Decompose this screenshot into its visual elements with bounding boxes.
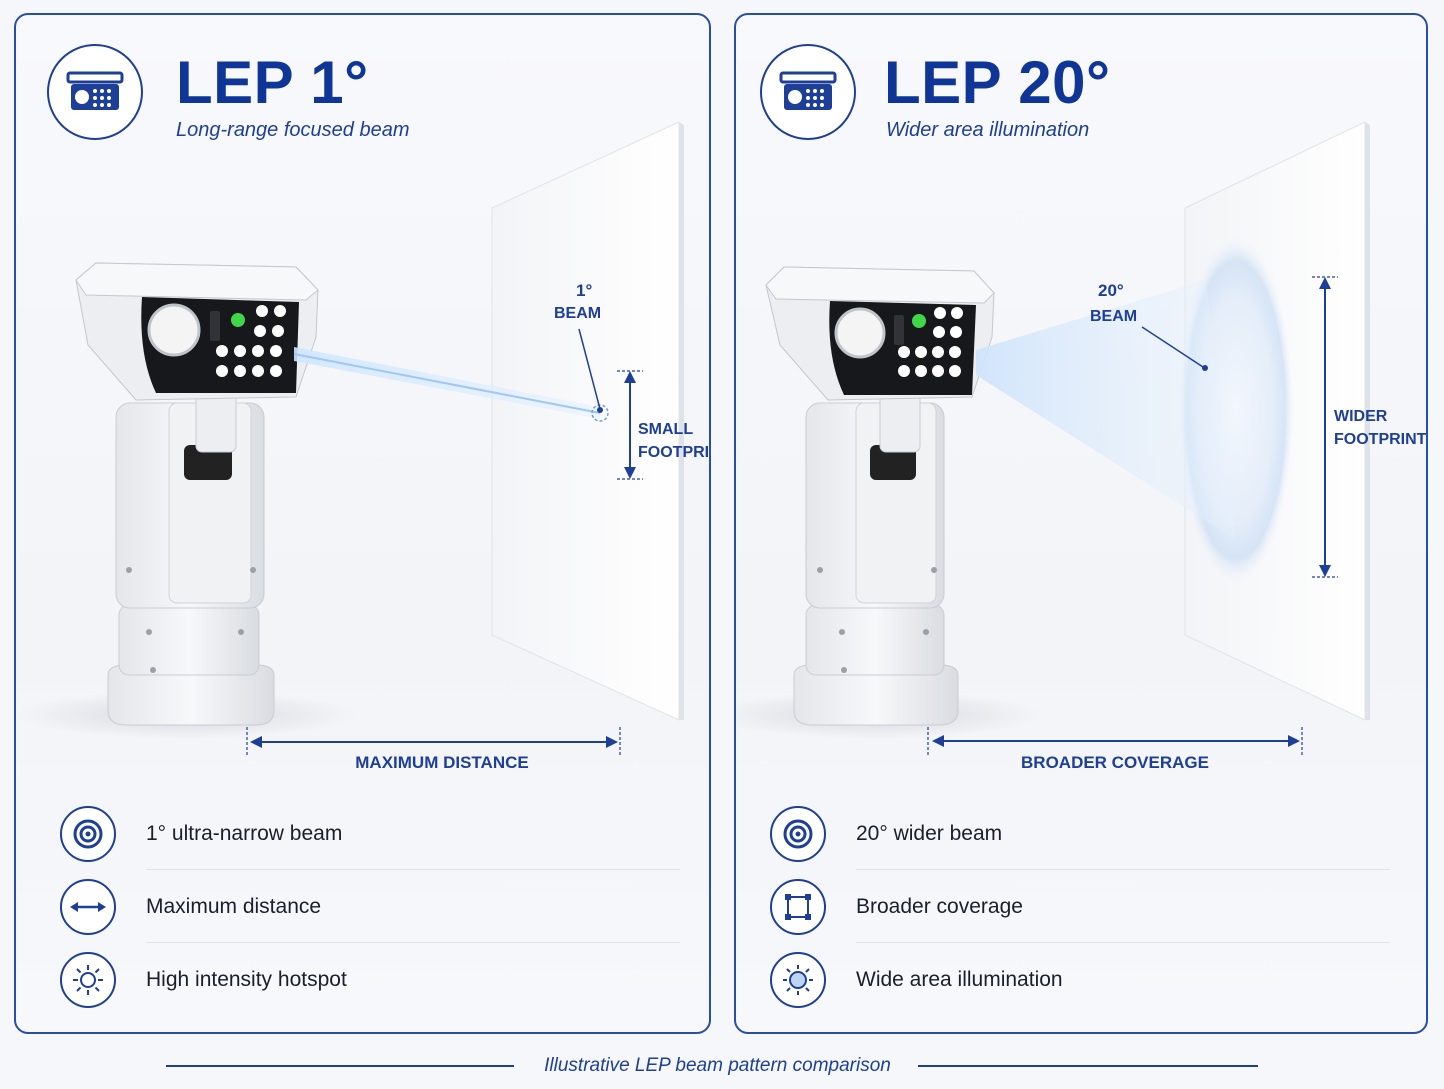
wide-beam — [976, 280, 1236, 540]
distance-label: BROADER COVERAGE — [1021, 753, 1209, 772]
status-led — [231, 313, 245, 327]
feature-item: Maximum distance — [60, 870, 680, 943]
panel-title: LEP 1° — [176, 49, 369, 116]
target-icon — [770, 805, 826, 862]
panel-subtitle: Wider area illumination — [886, 119, 1090, 141]
double-arrow-icon — [60, 878, 116, 935]
camera-lens — [147, 303, 201, 357]
square-frame-icon — [770, 878, 826, 935]
beam-angle-label: 20° — [1098, 281, 1124, 300]
beam-label: BEAM — [1090, 308, 1137, 325]
panel-title: LEP 20° — [884, 49, 1111, 116]
distance-label: MAXIMUM DISTANCE — [355, 753, 528, 772]
caption-row: Illustrative LEP beam pattern comparison — [0, 1055, 1444, 1079]
footprint-label-line1: WIDER — [1334, 408, 1388, 425]
caption-rule-left — [166, 1065, 514, 1067]
feature-label: 20° wider beam — [856, 821, 1003, 845]
camera-base — [793, 664, 959, 726]
feature-item: High intensity hotspot — [60, 943, 680, 1016]
beam-label: BEAM — [554, 305, 601, 322]
target-icon — [60, 805, 116, 862]
beam-scene: 20° BEAM WIDER FOOTPRINT BROADER COVERAG… — [736, 121, 1427, 772]
camera-logo-icon — [47, 44, 143, 140]
feature-label: Maximum distance — [146, 894, 322, 918]
footprint-label-line2: FOOTPRINT — [638, 444, 711, 461]
feature-label: High intensity hotspot — [146, 967, 347, 991]
feature-list: 1° ultra-narrow beam Maximum distance Hi… — [60, 797, 680, 1016]
led-array — [898, 307, 963, 377]
footprint-label-line2: FOOTPRINT — [1334, 431, 1427, 448]
feature-label: 1° ultra-narrow beam — [146, 821, 343, 845]
camera-lens — [834, 307, 886, 359]
feature-item: 1° ultra-narrow beam — [60, 797, 680, 870]
caption-rule-right — [918, 1065, 1258, 1067]
led-array — [216, 305, 286, 377]
caption-text: Illustrative LEP beam pattern comparison — [544, 1055, 891, 1076]
feature-item: 20° wider beam — [770, 797, 1390, 870]
beam-angle-label: 1° — [576, 281, 592, 300]
feature-label: Broader coverage — [856, 894, 1023, 918]
feature-item: Wide area illumination — [770, 943, 1390, 1016]
panel-subtitle: Long-range focused beam — [176, 119, 410, 141]
lep-1-panel: LEP 1° Long-range focused beam — [14, 13, 711, 1034]
lep-20-panel: LEP 20° Wider area illumination — [734, 13, 1428, 1034]
beam-scene: 1° BEAM SMALL FOOTPRINT MAXIMUM DISTANCE — [16, 121, 711, 772]
status-led — [912, 314, 926, 328]
camera-logo-icon — [760, 44, 856, 140]
sun-icon — [60, 951, 116, 1008]
feature-list: 20° wider beam Broader coverage Wide are… — [770, 797, 1390, 1016]
feature-label: Wide area illumination — [856, 967, 1063, 991]
footprint-label-line1: SMALL — [638, 421, 693, 438]
sun-filled-icon — [770, 951, 826, 1008]
feature-item: Broader coverage — [770, 870, 1390, 943]
